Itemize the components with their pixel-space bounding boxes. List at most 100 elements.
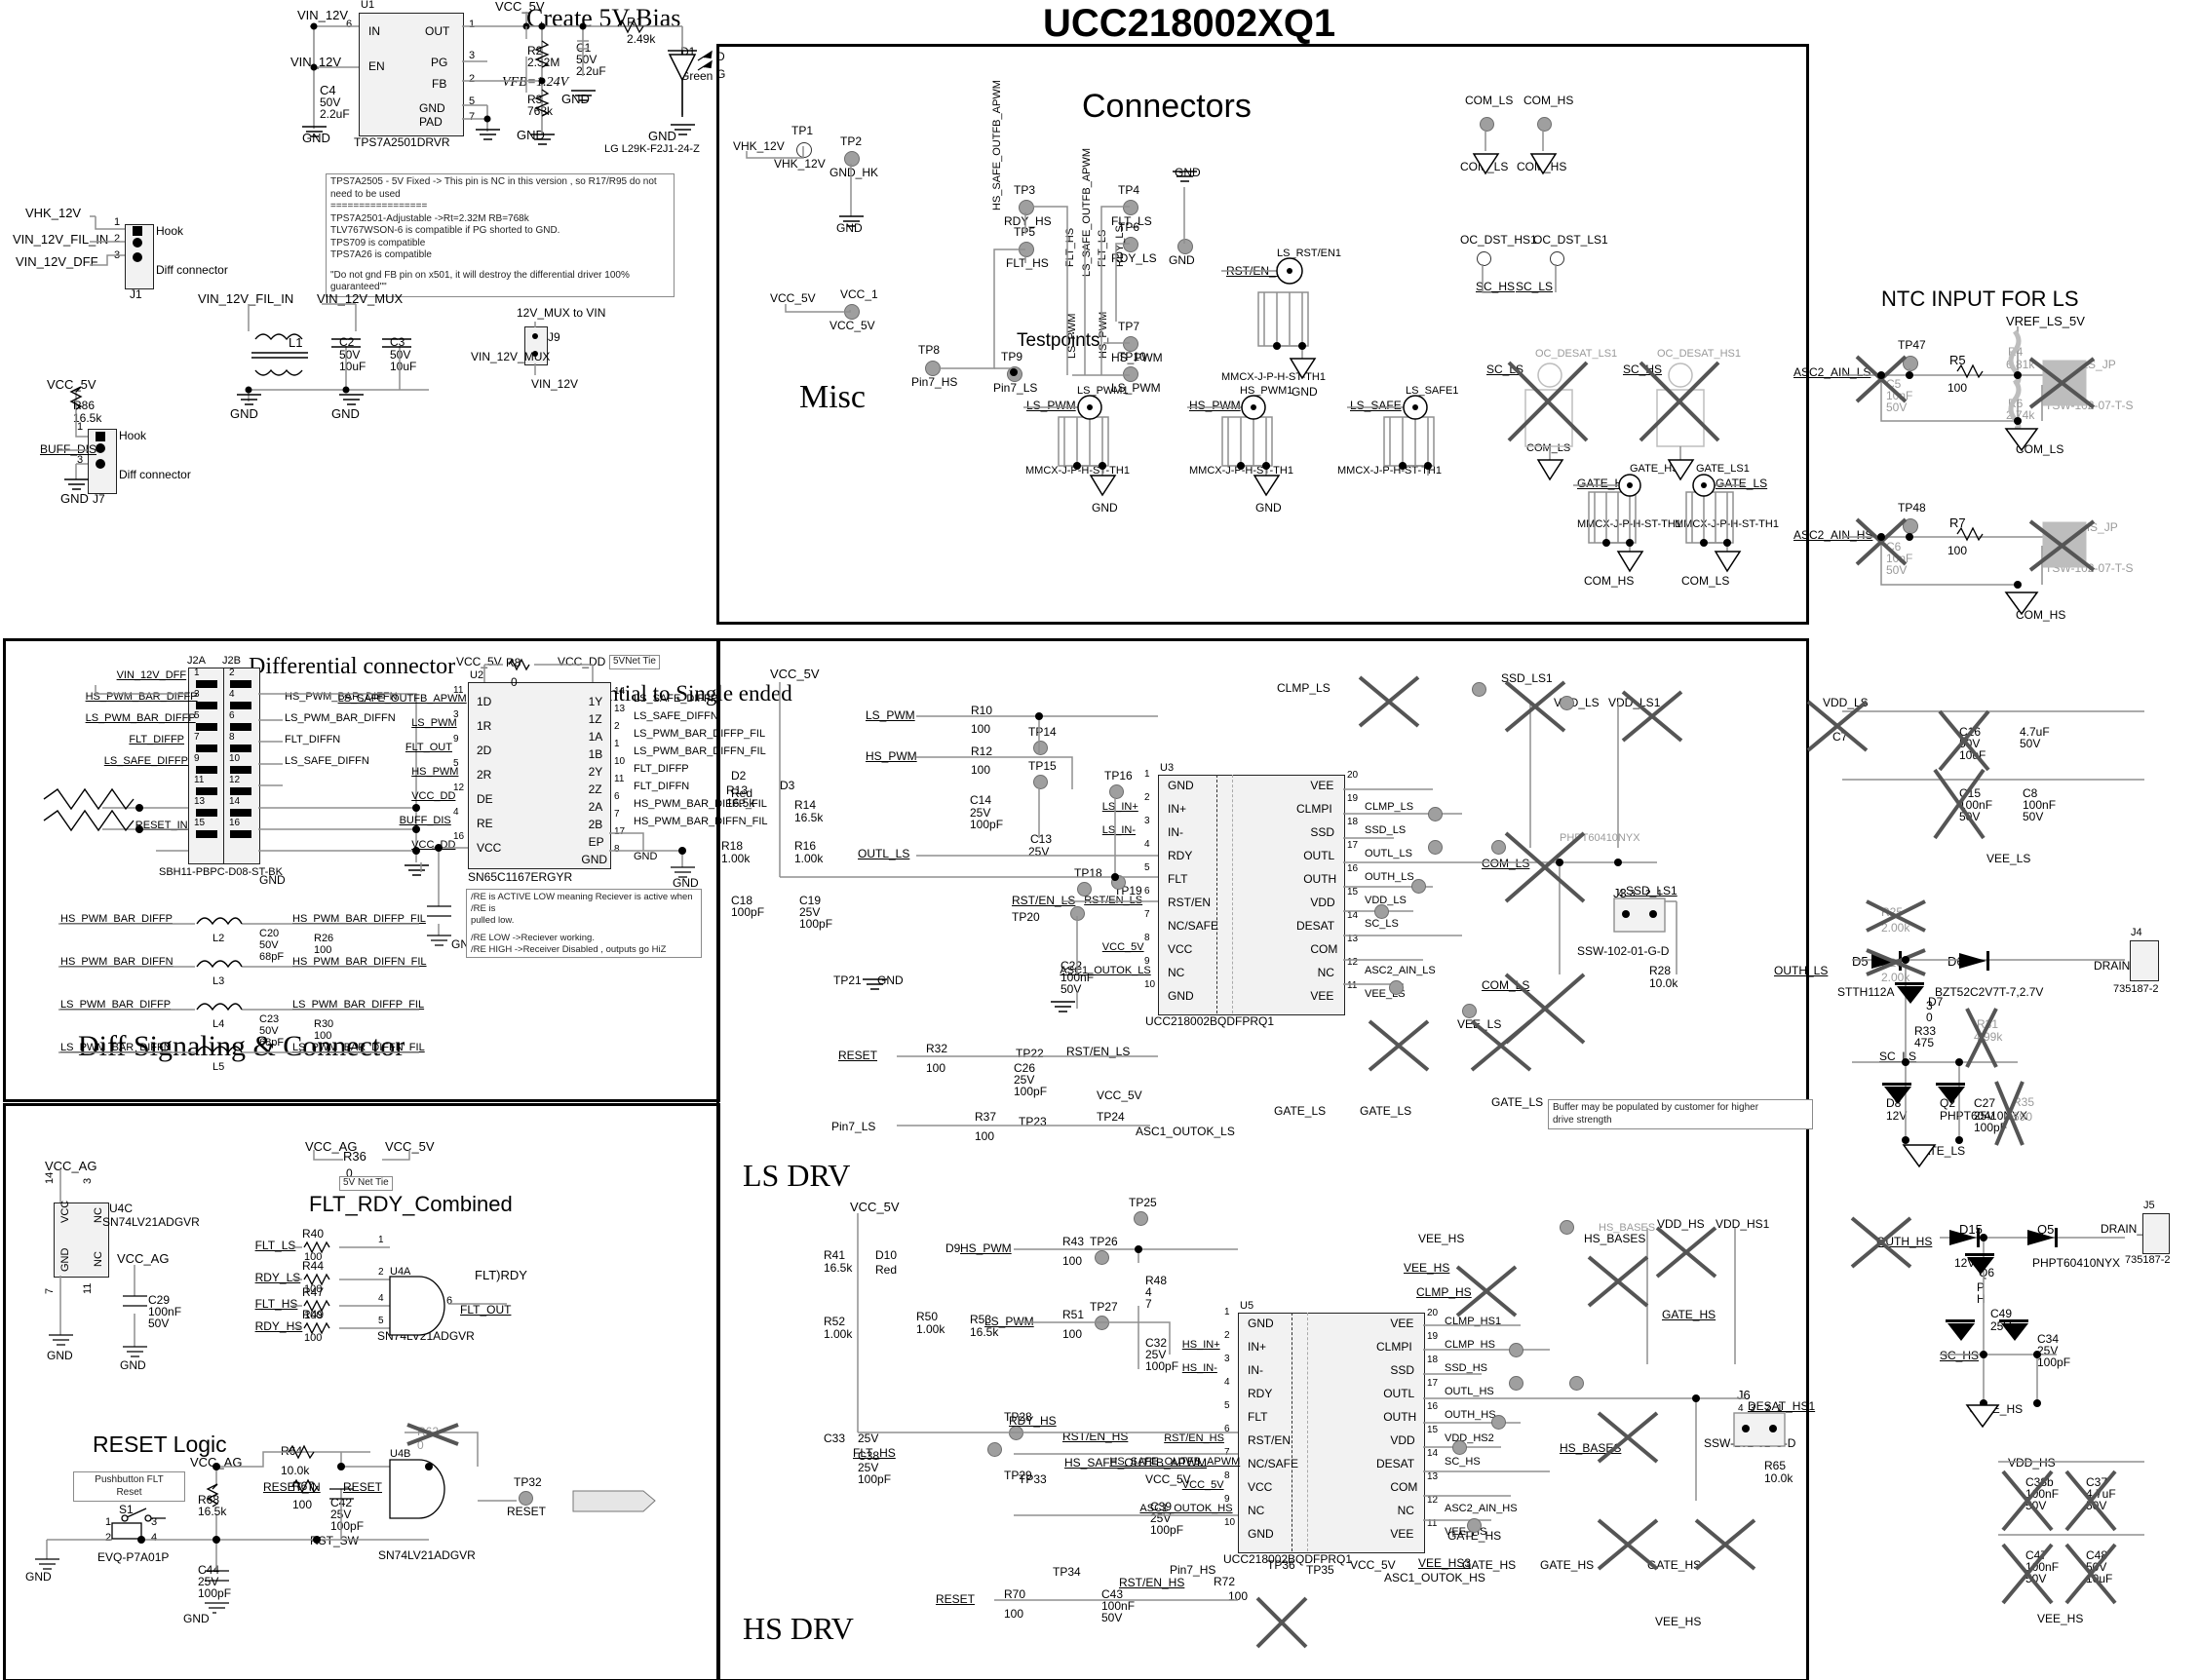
tp25-label: TP25 bbox=[1129, 1196, 1157, 1209]
hsdrv-reset: RESET bbox=[936, 1592, 976, 1606]
diff-pad-a-11[interactable] bbox=[196, 787, 217, 795]
u2-pinnum-11: 11 bbox=[453, 685, 464, 696]
u3-net-r-16: OUTH_LS bbox=[1365, 871, 1414, 883]
tp47-pad[interactable] bbox=[1903, 356, 1918, 371]
oc-dst-hs1-pad[interactable] bbox=[1477, 251, 1491, 266]
diff-pad-b-14[interactable] bbox=[230, 809, 251, 817]
com-hs-pad[interactable] bbox=[1537, 117, 1552, 132]
hs-pwm-mmcx-label: HS_PWM bbox=[1189, 399, 1241, 412]
u2-net-left-2D: FLT_OUT bbox=[405, 742, 452, 753]
u3-pinnum-7: 7 bbox=[1144, 909, 1150, 920]
pin9-hs: Pin7_HS bbox=[1170, 1563, 1216, 1577]
j7-hook-label: Hook bbox=[119, 429, 147, 442]
sc-hs-hsdrv: SC_HS bbox=[1940, 1349, 1980, 1362]
tp6-pad[interactable] bbox=[1123, 237, 1138, 252]
gate-ls1-ref: GATE_LS1 bbox=[1696, 463, 1750, 475]
com-ls-top: COM_LS bbox=[1465, 94, 1514, 107]
diff-pad-a-9[interactable] bbox=[196, 766, 217, 774]
r68-value: 16.5k bbox=[198, 1505, 227, 1518]
u3-pinname-9: NC bbox=[1168, 966, 1185, 979]
u5-net-r-20: CLMP_HS1 bbox=[1445, 1316, 1502, 1327]
hs-vdd-hs2-pad[interactable] bbox=[1491, 1415, 1506, 1430]
c29-val: 100nF bbox=[148, 1305, 182, 1318]
tp15-pad[interactable] bbox=[1033, 775, 1048, 789]
r32-value: 100 bbox=[926, 1061, 946, 1075]
tp6-label: TP6 bbox=[1118, 220, 1140, 234]
diff-pad-b-4[interactable] bbox=[230, 702, 251, 709]
ls-clmp-ls1-pad[interactable] bbox=[1472, 682, 1486, 697]
s1-refdes: S1 bbox=[119, 1503, 134, 1516]
diff-pad-a-13[interactable] bbox=[196, 809, 217, 817]
tp9-net: Pin7_LS bbox=[993, 381, 1038, 395]
oc-dst-ls1-pad[interactable] bbox=[1550, 251, 1564, 266]
diff-pad-b-8[interactable] bbox=[230, 745, 251, 752]
tp25-pad[interactable] bbox=[1134, 1211, 1148, 1226]
hs-ssd-hs1-pad[interactable] bbox=[1509, 1343, 1523, 1357]
u4c-refdes: U4C bbox=[109, 1202, 134, 1215]
ls-vee-ls3-pad[interactable] bbox=[1462, 1004, 1477, 1018]
r72-value: 100 bbox=[1228, 1589, 1249, 1603]
c14-refdes: C14 bbox=[970, 793, 992, 807]
hs-outl-hs1-pad[interactable] bbox=[1509, 1376, 1523, 1391]
u5-pinname-2: IN+ bbox=[1248, 1340, 1267, 1354]
hs-outh-hs1-pad[interactable] bbox=[1569, 1376, 1584, 1391]
ls-desat-ls1-pad[interactable] bbox=[1374, 904, 1389, 919]
tp16-pad[interactable] bbox=[1109, 784, 1124, 799]
page-title: UCC218002XQ1 bbox=[1043, 2, 1336, 45]
diff-pad-a-7[interactable] bbox=[196, 745, 217, 752]
u2-net-right-2A-6: HS_PWM_BAR_DIFFP_FIL bbox=[634, 798, 767, 810]
diff-pad-a-3[interactable] bbox=[196, 702, 217, 709]
diff-net-right-10: LS_SAFE_DIFFN bbox=[285, 755, 369, 767]
ldo-pinnum-6: 6 bbox=[346, 19, 353, 30]
diff-pad-a-5[interactable] bbox=[196, 723, 217, 731]
l1-net-out: VIN_12V_MUX bbox=[317, 291, 404, 306]
ls-vddls1-pad[interactable] bbox=[1560, 696, 1574, 710]
tp7-pad[interactable] bbox=[1123, 336, 1138, 352]
d4-part: STTH112A bbox=[1837, 985, 1895, 999]
diff-pad-b-6[interactable] bbox=[230, 723, 251, 731]
r50-refdes: R50 bbox=[916, 1310, 939, 1323]
tp10-pad[interactable] bbox=[1123, 366, 1138, 382]
hs-desat-hs1-pad[interactable] bbox=[1452, 1440, 1467, 1455]
c44-gnd: GND bbox=[183, 1612, 210, 1625]
j1-hook-label: Hook bbox=[156, 224, 184, 238]
ls-vee-ls-pad[interactable] bbox=[1389, 980, 1404, 995]
tp26-pad[interactable] bbox=[1095, 1250, 1109, 1265]
diff-pad-b-12[interactable] bbox=[230, 787, 251, 795]
u2-pinnum-12: 12 bbox=[453, 783, 465, 793]
r53-refdes: R53 bbox=[970, 1313, 992, 1326]
diff-pad-b-10[interactable] bbox=[230, 766, 251, 774]
c19-v: 25V bbox=[799, 905, 821, 919]
tp6-net: RDY_LS bbox=[1111, 251, 1157, 265]
com-ls-pad[interactable] bbox=[1480, 117, 1494, 132]
ldo-u1-body bbox=[359, 13, 464, 136]
c29-refdes: C29 bbox=[148, 1293, 171, 1307]
tp32-pad[interactable] bbox=[519, 1491, 533, 1506]
hs-clmp-hs1-pad[interactable] bbox=[1560, 1220, 1574, 1235]
difffilter-out-1: HS_PWM_BAR_DIFFN_FIL bbox=[292, 956, 427, 968]
c44-v: 25V bbox=[198, 1575, 219, 1588]
tp18-pad[interactable] bbox=[1077, 882, 1092, 897]
tp4-pad[interactable] bbox=[1123, 200, 1138, 215]
ls-outh-ls1-pad[interactable] bbox=[1491, 840, 1506, 855]
u3-net-r-18: SSD_LS bbox=[1365, 824, 1407, 836]
ldo-pin-fb: FB bbox=[432, 77, 447, 91]
hs-vee-hs-pad[interactable] bbox=[1467, 1518, 1482, 1533]
diff-pad-b-16[interactable] bbox=[230, 830, 251, 838]
tp3-pad[interactable] bbox=[1019, 200, 1034, 215]
ls-vdd-ls2-pad[interactable] bbox=[1411, 879, 1426, 894]
diff-pad-b-2[interactable] bbox=[230, 680, 251, 688]
tp1-pad[interactable] bbox=[796, 142, 812, 158]
r52-value: 1.00k bbox=[824, 1327, 853, 1341]
ls-outl-ls1-pad[interactable] bbox=[1428, 840, 1443, 855]
gnd-tp-pad[interactable] bbox=[1177, 239, 1193, 254]
diff-pad-a-1[interactable] bbox=[196, 680, 217, 688]
tp29-pad[interactable] bbox=[987, 1442, 1002, 1457]
tp14-pad[interactable] bbox=[1033, 741, 1048, 755]
tp2-pad[interactable] bbox=[844, 151, 860, 167]
ls-ssd-ls1-pad[interactable] bbox=[1428, 807, 1443, 821]
diff-pad-a-15[interactable] bbox=[196, 830, 217, 838]
